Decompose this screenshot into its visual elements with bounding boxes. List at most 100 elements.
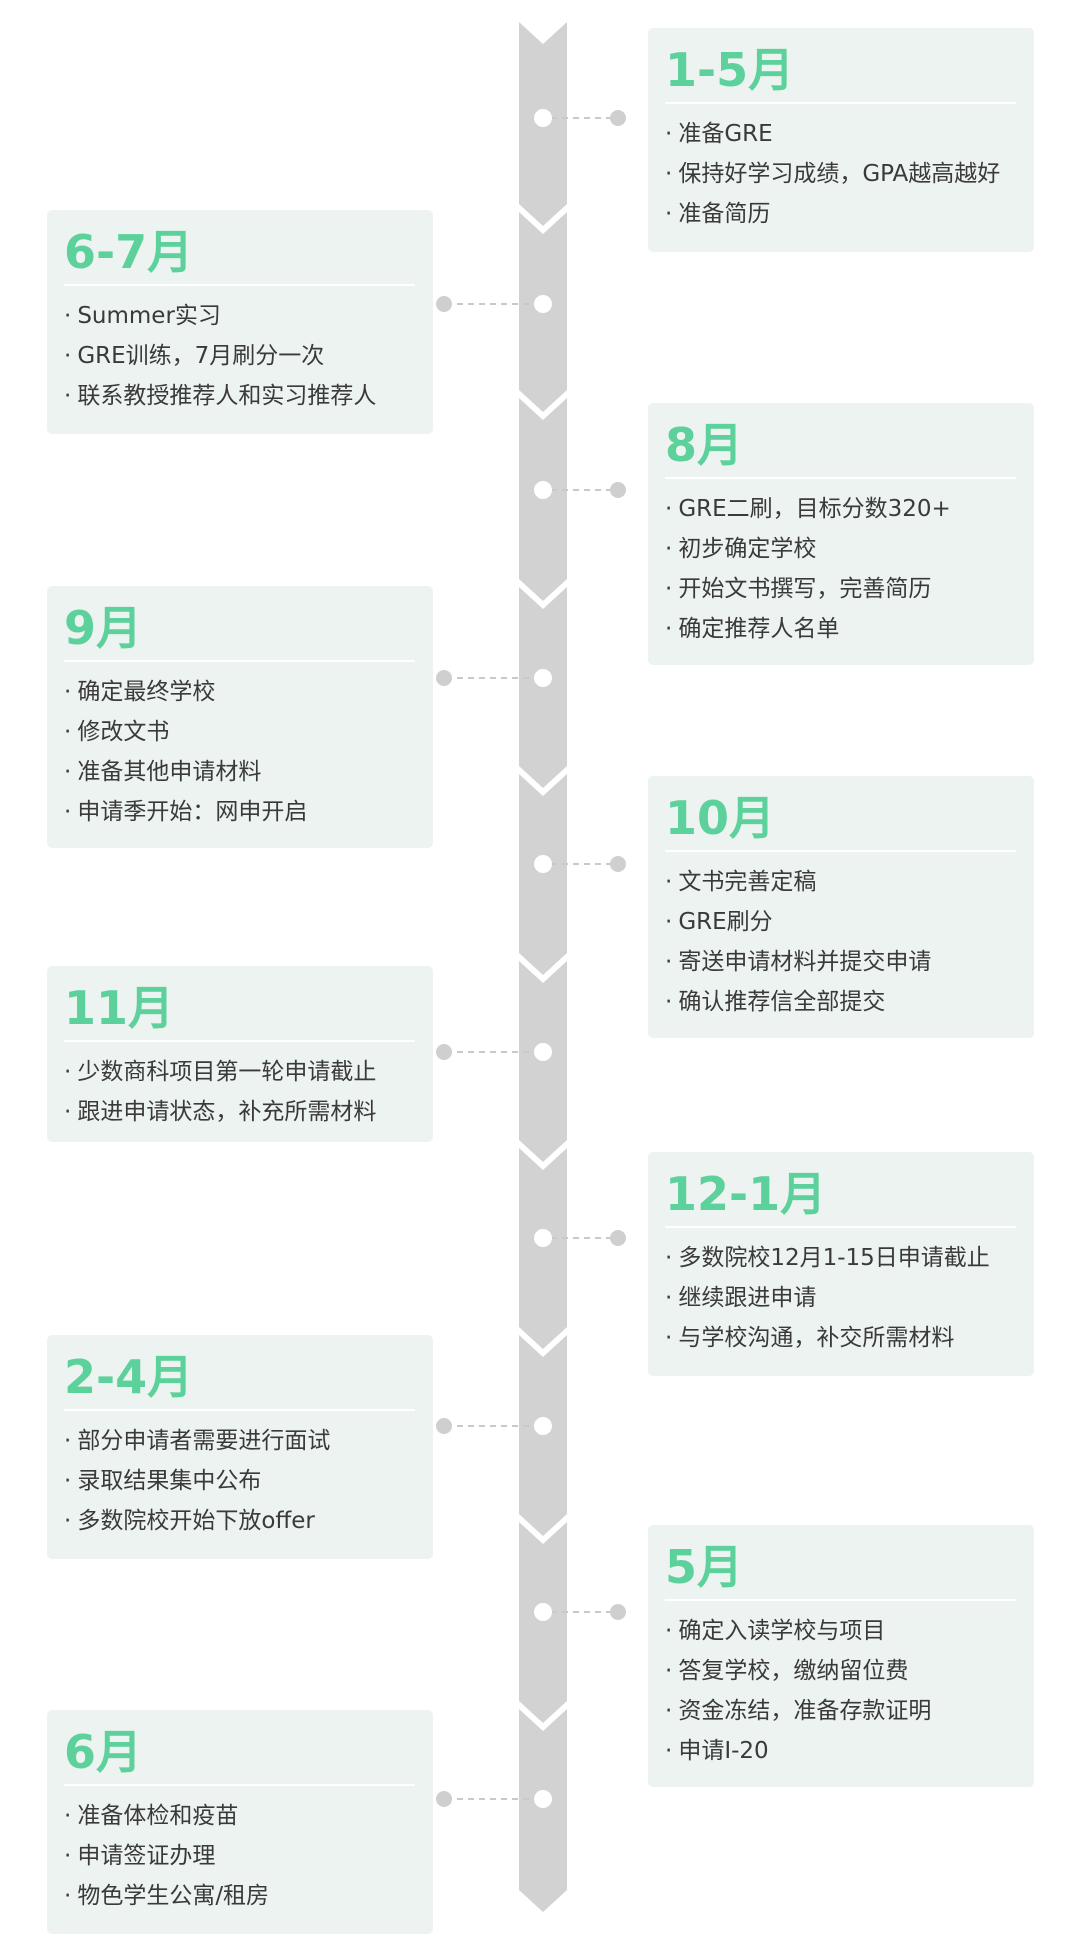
milestone-task-text: 申请I-20	[678, 1738, 769, 1764]
milestone-task-text: 初步确定学校	[678, 536, 817, 562]
milestone-task-text: 确认推荐信全部提交	[678, 989, 886, 1015]
connector-dot	[436, 1044, 452, 1060]
milestone-task-text: 答复学校，缴纳留位费	[678, 1658, 909, 1684]
bullet-dot: ·	[665, 909, 673, 935]
card-divider	[665, 850, 1016, 852]
connector-dot	[610, 856, 626, 872]
milestone-task-text: GRE训练，7月刷分一次	[77, 343, 325, 369]
milestone-task: ·文书完善定稿	[665, 862, 1016, 902]
timeline-node	[534, 1043, 552, 1061]
milestone-task: ·确认推荐信全部提交	[665, 982, 1016, 1022]
bullet-dot: ·	[665, 1738, 673, 1764]
milestone-task-list: ·Summer实习·GRE训练，7月刷分一次·联系教授推荐人和实习推荐人	[64, 296, 415, 416]
bullet-dot: ·	[665, 121, 673, 147]
milestone-task: ·继续跟进申请	[665, 1278, 1016, 1318]
milestone-task: ·确定入读学校与项目	[665, 1611, 1016, 1651]
bullet-dot: ·	[665, 1285, 673, 1311]
milestone-task-text: 修改文书	[77, 719, 170, 745]
timeline-node	[534, 481, 552, 499]
timeline-segment	[519, 961, 567, 1162]
milestone-task-list: ·文书完善定稿·GRE刷分·寄送申请材料并提交申请·确认推荐信全部提交	[665, 862, 1016, 1022]
milestone-card: 12-1月·多数院校12月1-15日申请截止·继续跟进申请·与学校沟通，补交所需…	[648, 1152, 1034, 1376]
milestone-task: ·申请I-20	[665, 1731, 1016, 1771]
milestone-task-text: 与学校沟通，补交所需材料	[678, 1325, 955, 1351]
bullet-dot: ·	[665, 616, 673, 642]
card-divider	[64, 1040, 415, 1042]
connector-dot	[436, 670, 452, 686]
bullet-dot: ·	[665, 201, 673, 227]
milestone-task-text: 文书完善定稿	[678, 869, 817, 895]
milestone-task: ·申请季开始：网申开启	[64, 792, 415, 832]
milestone-task-text: Summer实习	[77, 303, 221, 329]
timeline-node	[534, 1790, 552, 1808]
milestone-task-text: 录取结果集中公布	[77, 1468, 262, 1494]
milestone-card: 1-5月·准备GRE·保持好学习成绩，GPA越高越好·准备简历	[648, 28, 1034, 252]
milestone-title: 9月	[64, 601, 143, 655]
milestone-task-text: 部分申请者需要进行面试	[77, 1428, 331, 1454]
bullet-dot: ·	[64, 1883, 72, 1909]
milestone-task-list: ·确定入读学校与项目·答复学校，缴纳留位费·资金冻结，准备存款证明·申请I-20	[665, 1611, 1016, 1771]
bullet-dot: ·	[665, 869, 673, 895]
connector-dot	[436, 296, 452, 312]
milestone-title: 2-4月	[64, 1350, 194, 1404]
milestone-task-text: 少数商科项目第一轮申请截止	[77, 1059, 377, 1085]
milestone-task-list: ·确定最终学校·修改文书·准备其他申请材料·申请季开始：网申开启	[64, 672, 415, 832]
bullet-dot: ·	[665, 1658, 673, 1684]
bullet-dot: ·	[665, 949, 673, 975]
bullet-dot: ·	[665, 1245, 673, 1271]
milestone-task-text: 准备其他申请材料	[77, 759, 262, 785]
bullet-dot: ·	[665, 1698, 673, 1724]
bullet-dot: ·	[64, 679, 72, 705]
milestone-task: ·初步确定学校	[665, 529, 1016, 569]
bullet-dot: ·	[64, 1468, 72, 1494]
milestone-card: 6-7月·Summer实习·GRE训练，7月刷分一次·联系教授推荐人和实习推荐人	[47, 210, 433, 434]
milestone-task: ·GRE二刷，目标分数320+	[665, 489, 1016, 529]
timeline-node	[534, 295, 552, 313]
card-divider	[665, 1226, 1016, 1228]
bullet-dot: ·	[64, 1428, 72, 1454]
milestone-card: 8月·GRE二刷，目标分数320+·初步确定学校·开始文书撰写，完善简历·确定推…	[648, 403, 1034, 665]
connector-dot	[436, 1418, 452, 1434]
milestone-title: 5月	[665, 1540, 744, 1594]
milestone-task: ·准备体检和疫苗	[64, 1796, 415, 1836]
bullet-dot: ·	[665, 576, 673, 602]
milestone-task: ·跟进申请状态，补充所需材料	[64, 1092, 415, 1132]
timeline-segment	[519, 587, 567, 788]
milestone-title: 10月	[665, 791, 776, 845]
milestone-task-text: 联系教授推荐人和实习推荐人	[77, 383, 377, 409]
timeline-segment	[519, 398, 567, 601]
milestone-card: 5月·确定入读学校与项目·答复学校，缴纳留位费·资金冻结，准备存款证明·申请I-…	[648, 1525, 1034, 1787]
milestone-task-text: GRE刷分	[678, 909, 773, 935]
card-divider	[665, 1599, 1016, 1601]
timeline-segment	[519, 1522, 567, 1723]
milestone-task: ·寄送申请材料并提交申请	[665, 942, 1016, 982]
milestone-task-text: 开始文书撰写，完善简历	[678, 576, 932, 602]
card-divider	[64, 284, 415, 286]
bullet-dot: ·	[64, 1803, 72, 1829]
milestone-task: ·开始文书撰写，完善简历	[665, 569, 1016, 609]
bullet-dot: ·	[665, 989, 673, 1015]
milestone-task: ·少数商科项目第一轮申请截止	[64, 1052, 415, 1092]
timeline-node	[534, 1417, 552, 1435]
milestone-task: ·确定最终学校	[64, 672, 415, 712]
timeline-segment	[519, 774, 567, 975]
card-divider	[665, 102, 1016, 104]
milestone-card: 10月·文书完善定稿·GRE刷分·寄送申请材料并提交申请·确认推荐信全部提交	[648, 776, 1034, 1038]
milestone-task-list: ·准备体检和疫苗·申请签证办理·物色学生公寓/租房	[64, 1796, 415, 1916]
card-divider	[665, 477, 1016, 479]
milestone-task: ·确定推荐人名单	[665, 609, 1016, 649]
timeline-node	[534, 669, 552, 687]
connector-dot	[436, 1791, 452, 1807]
card-divider	[64, 1784, 415, 1786]
milestone-task: ·答复学校，缴纳留位费	[665, 1651, 1016, 1691]
milestone-task-text: 保持好学习成绩，GPA越高越好	[678, 161, 1001, 187]
milestone-task: ·部分申请者需要进行面试	[64, 1421, 415, 1461]
bullet-dot: ·	[665, 496, 673, 522]
bullet-dot: ·	[64, 1059, 72, 1085]
milestone-task-text: 确定最终学校	[77, 679, 216, 705]
milestone-task: ·多数院校开始下放offer	[64, 1501, 415, 1541]
milestone-task: ·保持好学习成绩，GPA越高越好	[665, 154, 1016, 194]
bullet-dot: ·	[64, 343, 72, 369]
bullet-dot: ·	[64, 719, 72, 745]
